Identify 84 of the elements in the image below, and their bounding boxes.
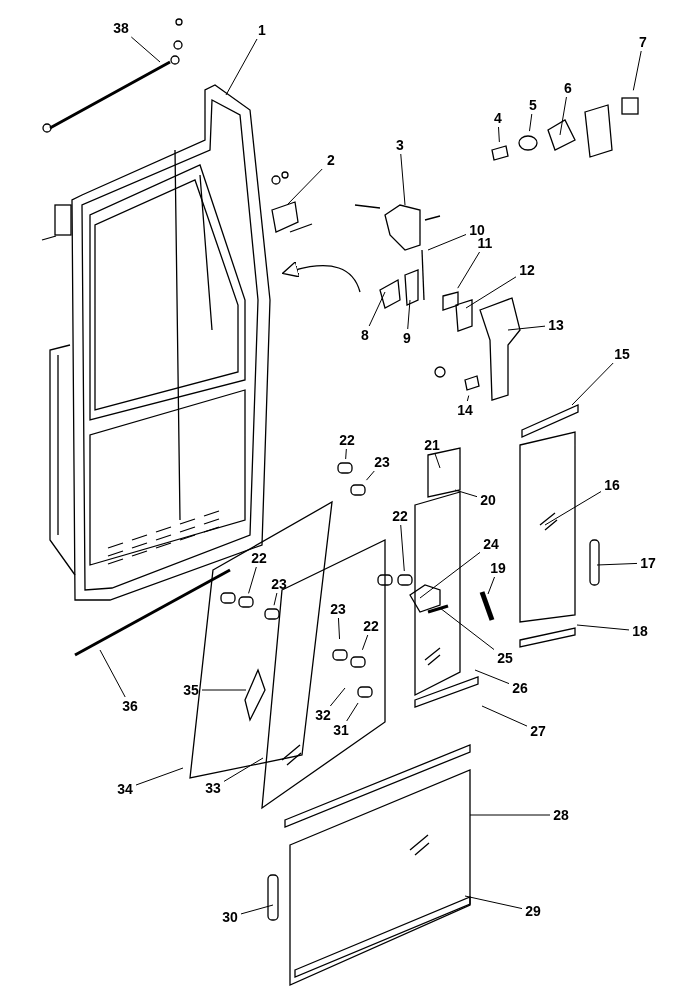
leader-line	[457, 251, 481, 289]
callout-number: 6	[564, 81, 572, 95]
leader-line	[240, 904, 274, 915]
leader-line	[130, 36, 161, 63]
leader-line	[507, 325, 546, 331]
leader-line	[469, 814, 551, 816]
leader-line	[286, 168, 323, 206]
callout-number: 3	[396, 138, 404, 152]
leader-line	[434, 453, 441, 469]
leader-line	[248, 566, 257, 594]
leader-line	[400, 524, 405, 572]
callout-number: 29	[525, 904, 541, 918]
callout-number: 23	[271, 577, 287, 591]
leader-line	[99, 649, 126, 698]
callout-number: 12	[519, 263, 535, 277]
leader-line	[225, 38, 258, 96]
callout-number: 22	[363, 619, 379, 633]
leader-line	[596, 562, 638, 566]
callout-number: 22	[339, 433, 355, 447]
callout-number: 1	[258, 23, 266, 37]
callout-number: 24	[483, 537, 499, 551]
callout-number: 21	[424, 438, 440, 452]
leader-line	[419, 551, 481, 599]
callout-number: 23	[374, 455, 390, 469]
callout-number: 15	[614, 347, 630, 361]
leader-line	[223, 757, 264, 782]
leader-line	[273, 592, 278, 606]
callout-number: 18	[632, 624, 648, 638]
leader-line	[407, 299, 411, 330]
callout-number: 17	[640, 556, 656, 570]
leader-line	[576, 624, 630, 631]
callout-number: 34	[117, 782, 133, 796]
leader-line	[135, 767, 184, 786]
callout-number: 20	[480, 493, 496, 507]
callout-number: 7	[639, 35, 647, 49]
leader-line	[337, 617, 341, 640]
leader-line	[201, 689, 247, 691]
leader-line	[571, 362, 614, 406]
leader-line	[329, 687, 346, 707]
callout-number: 9	[403, 331, 411, 345]
callout-number: 2	[327, 153, 335, 167]
callout-number: 25	[497, 651, 513, 665]
leader-line	[464, 895, 523, 910]
leader-line	[439, 607, 495, 651]
leader-line	[632, 50, 642, 91]
callout-number: 4	[494, 111, 502, 125]
callout-number: 38	[113, 21, 129, 35]
callout-number: 23	[330, 602, 346, 616]
callout-number: 16	[604, 478, 620, 492]
leader-line	[361, 634, 369, 651]
callout-number: 22	[251, 551, 267, 565]
callout-number: 28	[553, 808, 569, 822]
callout-number: 32	[315, 708, 331, 722]
leader-line	[481, 705, 528, 727]
callout-number: 30	[222, 910, 238, 924]
leader-line	[454, 489, 478, 498]
callout-number: 19	[490, 561, 506, 575]
callout-number: 10	[469, 223, 485, 237]
leader-line	[544, 491, 602, 526]
leader-line	[346, 702, 359, 722]
leader-line	[487, 576, 496, 595]
leader-line	[474, 669, 510, 685]
leader-line	[427, 234, 467, 251]
leader-line	[466, 395, 470, 402]
callout-number: 36	[122, 699, 138, 713]
leader-line	[465, 276, 517, 309]
callout-number: 27	[530, 724, 546, 738]
callout-number: 5	[529, 98, 537, 112]
callout-number: 13	[548, 318, 564, 332]
callout-number: 33	[205, 781, 221, 795]
callout-number: 8	[361, 328, 369, 342]
leader-line	[400, 153, 406, 206]
callout-number: 11	[477, 236, 493, 250]
callout-number: 26	[512, 681, 528, 695]
callout-number: 35	[183, 683, 199, 697]
leader-line	[345, 448, 347, 460]
leader-line	[365, 470, 375, 481]
leader-line	[559, 96, 567, 136]
leader-line	[498, 126, 500, 143]
callout-number: 31	[333, 723, 349, 737]
leader-line	[528, 113, 533, 132]
callout-number: 14	[457, 403, 473, 417]
leader-line	[368, 291, 386, 327]
callout-number: 22	[392, 509, 408, 523]
